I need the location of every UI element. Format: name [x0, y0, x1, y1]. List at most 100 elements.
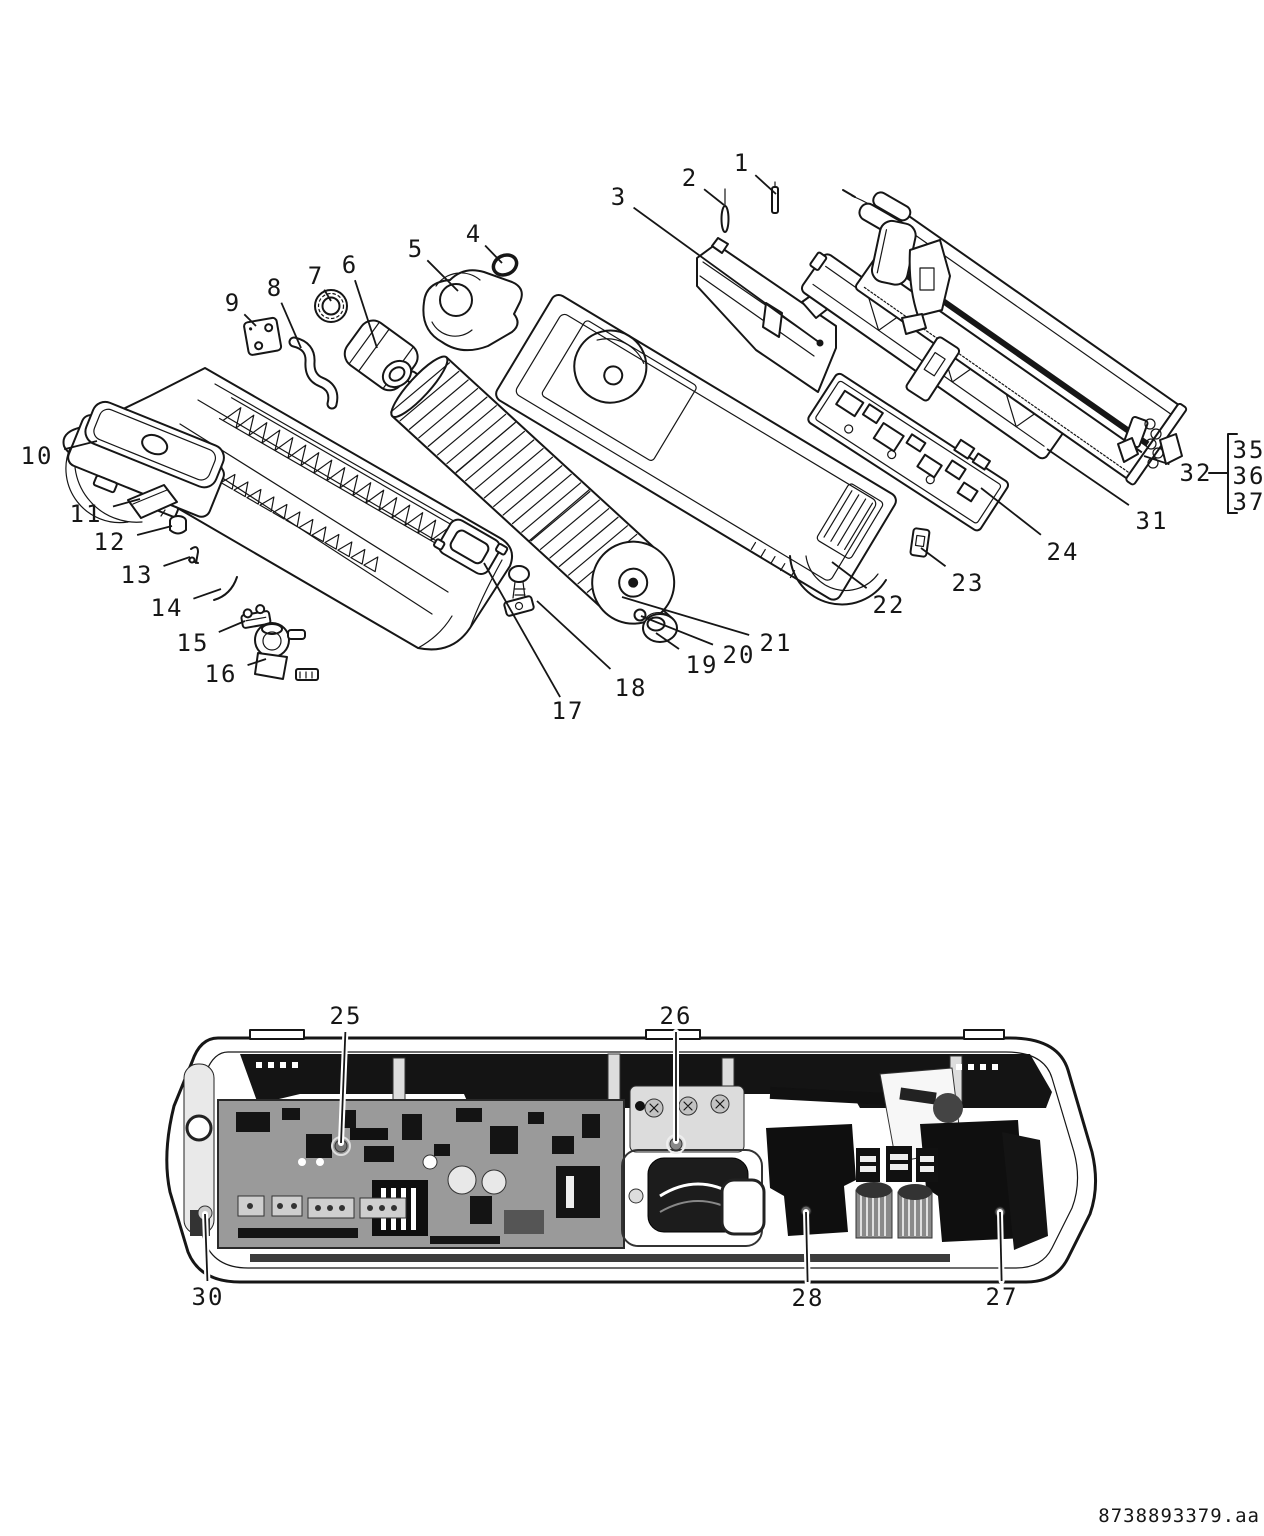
leader-line-21: [621, 596, 750, 636]
part-float-switch: [503, 565, 535, 617]
callout-36: 36: [1233, 462, 1264, 490]
leader-line-12: [136, 525, 173, 536]
callout-16: 16: [205, 660, 238, 688]
part-electrical-box: [67, 400, 225, 518]
callout-18: 18: [615, 674, 648, 702]
leader-line-32: [1143, 455, 1170, 466]
leader-line-5: [426, 259, 459, 292]
callout-35: 35: [1233, 436, 1264, 464]
callout-37: 37: [1233, 488, 1264, 516]
leader-line-22: [831, 561, 868, 589]
callout-17: 17: [552, 697, 585, 725]
leader-line-23: [920, 547, 947, 567]
part-needle-pin: [720, 188, 730, 233]
callout-19: 19: [686, 651, 719, 679]
heatsink-left: [766, 1124, 856, 1236]
leader-line-8: [280, 302, 302, 349]
callout-7: 7: [308, 262, 324, 290]
callout-24: 24: [1047, 538, 1080, 566]
leader-line-27: [999, 1211, 1003, 1282]
callout-1: 1: [734, 149, 750, 177]
exploded-view: [62, 181, 1188, 681]
part-clip: [188, 546, 199, 564]
document-code: 8738893379.aa: [1098, 1505, 1260, 1527]
internal-view: [165, 1029, 1097, 1284]
leader-line-2: [703, 188, 725, 206]
callout-9: 9: [225, 289, 241, 317]
leader-line-9: [243, 313, 257, 327]
part-ball: [633, 608, 647, 622]
leader-line-11: [112, 498, 141, 508]
leader-line-7: [323, 289, 332, 302]
callout-13: 13: [121, 561, 154, 589]
housing-top-band: [240, 1054, 1052, 1108]
part-end-chain: [1117, 415, 1183, 469]
callout-21: 21: [760, 629, 793, 657]
callout-32: 32: [1180, 459, 1213, 487]
part-grommet: [642, 612, 678, 643]
leader-line-20: [640, 615, 714, 646]
part-terminal-bracket: [240, 604, 272, 629]
main-pcb: [217, 1099, 625, 1249]
part-main-chassis: [495, 293, 897, 606]
part-cap: [169, 515, 187, 535]
part-bearing-bracket: [433, 518, 509, 576]
leader-line-3: [633, 206, 821, 344]
part-bearing-ring: [314, 289, 348, 323]
part-crossflow-blower: [390, 355, 676, 625]
leader-line-18: [536, 600, 612, 670]
callout-3: 3: [611, 183, 627, 211]
part-o-ring: [491, 253, 519, 277]
callout-28: 28: [792, 1284, 825, 1312]
callout-26: 26: [660, 1002, 693, 1030]
callout-4: 4: [466, 220, 482, 248]
part-cover-lid: [127, 484, 178, 519]
leader-line-10: [63, 440, 98, 451]
part-drain-pump: [254, 622, 319, 681]
leader-line-14: [193, 588, 222, 600]
part-air-guide-cover: [696, 237, 837, 393]
callout-20: 20: [723, 641, 756, 669]
callout-6: 6: [342, 251, 358, 279]
leader-line-16: [247, 658, 267, 666]
callout-27: 27: [986, 1283, 1019, 1311]
leader-line-4: [484, 244, 503, 264]
callout-15: 15: [177, 629, 210, 657]
callout-23: 23: [952, 569, 985, 597]
terminal-module: [629, 1085, 745, 1153]
leader-line-6: [354, 279, 378, 349]
part-curved-rod: [213, 576, 238, 601]
callout-25: 25: [330, 1002, 363, 1030]
callout-8: 8: [267, 274, 283, 302]
callout-31: 31: [1136, 507, 1169, 535]
leader-line-13: [163, 556, 191, 567]
leader-line-31: [1046, 448, 1130, 506]
leader-line-28: [805, 1211, 809, 1283]
callout-12: 12: [94, 528, 127, 556]
leader-line-30: [204, 1213, 209, 1282]
right-compartment: [720, 1067, 1048, 1250]
callout-5: 5: [408, 235, 424, 263]
leader-line-24: [980, 487, 1042, 536]
part-control-pcb: [807, 372, 1010, 532]
part-pin: [771, 181, 779, 214]
leader-line-17: [483, 562, 561, 698]
callout-14: 14: [151, 594, 184, 622]
part-mount-plate: [243, 316, 283, 356]
coils: [855, 1182, 933, 1239]
left-end-cap: [183, 1063, 215, 1236]
callout-10: 10: [21, 442, 54, 470]
part-refrigerant-pipes: [842, 189, 961, 402]
ref-group-bracket: 35 36 37: [1208, 433, 1264, 516]
callout-22: 22: [873, 591, 906, 619]
leader-line-1: [754, 174, 777, 195]
part-drain-hose: [288, 336, 339, 410]
leader-line-15: [218, 620, 246, 633]
leader-line-19: [655, 632, 680, 650]
callout-2: 2: [682, 164, 698, 192]
part-motor-housing: [422, 269, 523, 352]
leader-line-25: [340, 1031, 347, 1144]
part-sensor-clip: [909, 527, 931, 558]
